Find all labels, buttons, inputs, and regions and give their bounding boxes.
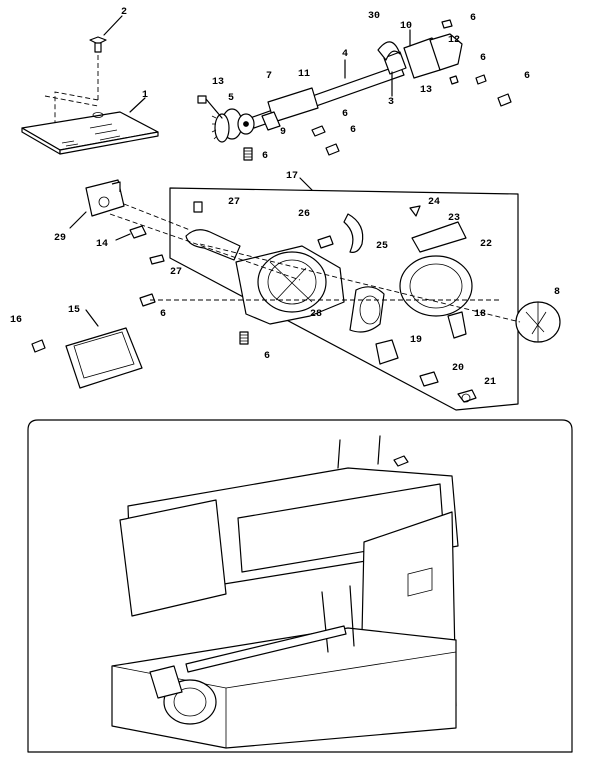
parts-25-26 [317, 213, 364, 253]
needle-plate-part-1 [21, 97, 159, 155]
callout-24: 24 [428, 197, 440, 208]
callout-21: 21 [484, 377, 496, 388]
callout-6b: 6 [480, 53, 486, 64]
leader-1 [44, 95, 99, 107]
screw-part-16 [31, 339, 46, 353]
callout-26: 26 [298, 209, 310, 220]
callout-6d: 6 [342, 109, 348, 120]
callout-27b: 27 [170, 267, 182, 278]
callout-7: 7 [266, 71, 272, 82]
callout-29: 29 [54, 233, 66, 244]
callout-6f: 6 [262, 151, 268, 162]
callout-8: 8 [554, 287, 560, 298]
callout-9: 9 [280, 127, 286, 138]
callout-4: 4 [342, 49, 348, 60]
callout-6g: 6 [160, 309, 166, 320]
callout-11: 11 [298, 69, 310, 80]
callout-30: 30 [368, 11, 380, 22]
callout-1: 1 [142, 90, 148, 101]
assembly-leaders [109, 213, 521, 323]
callout-6h: 6 [264, 351, 270, 362]
callout-14: 14 [96, 239, 108, 250]
set-screws-part-6-top [243, 19, 512, 161]
callout-6e: 6 [350, 125, 356, 136]
face-plate-part-15 [65, 309, 143, 389]
callout-5: 5 [228, 93, 234, 104]
screw-part-14 [115, 225, 147, 241]
callout-22: 22 [480, 239, 492, 250]
callout-17: 17 [286, 171, 298, 182]
callout-23: 23 [448, 213, 460, 224]
leader-2 [54, 55, 99, 145]
callout-27a: 27 [228, 197, 240, 208]
hook-assembly-frame [169, 187, 519, 411]
gear-cam-parts-5-9-13 [197, 95, 281, 143]
shaft-parts-27 [139, 201, 241, 307]
callout-16: 16 [10, 315, 22, 326]
outer-ring-parts-22-23-24 [399, 205, 473, 317]
callout-13a: 13 [212, 77, 224, 88]
callout-28: 28 [310, 309, 322, 320]
bobbin-case-part-8 [515, 301, 561, 343]
hook-parts-18-21 [375, 311, 477, 403]
callout-20: 20 [452, 363, 464, 374]
leader-17 [299, 177, 313, 191]
machine-view-frame [27, 419, 573, 753]
main-shaft-assembly [249, 29, 463, 129]
callout-13b: 13 [420, 85, 432, 96]
callout-10: 10 [400, 21, 412, 32]
callout-6c: 6 [524, 71, 530, 82]
callout-25: 25 [376, 241, 388, 252]
callout-2: 2 [121, 7, 127, 18]
bracket-part-29 [69, 179, 125, 229]
sewing-machine-body [111, 435, 459, 749]
callout-18: 18 [474, 309, 486, 320]
screw-part-2 [89, 15, 123, 53]
callout-15: 15 [68, 305, 80, 316]
hook-race-body [235, 245, 345, 345]
race-part-28 [349, 286, 385, 333]
callout-6a: 6 [470, 13, 476, 24]
leader-29 [123, 203, 191, 231]
callout-19: 19 [410, 335, 422, 346]
callout-12: 12 [448, 35, 460, 46]
callout-3: 3 [388, 97, 394, 108]
